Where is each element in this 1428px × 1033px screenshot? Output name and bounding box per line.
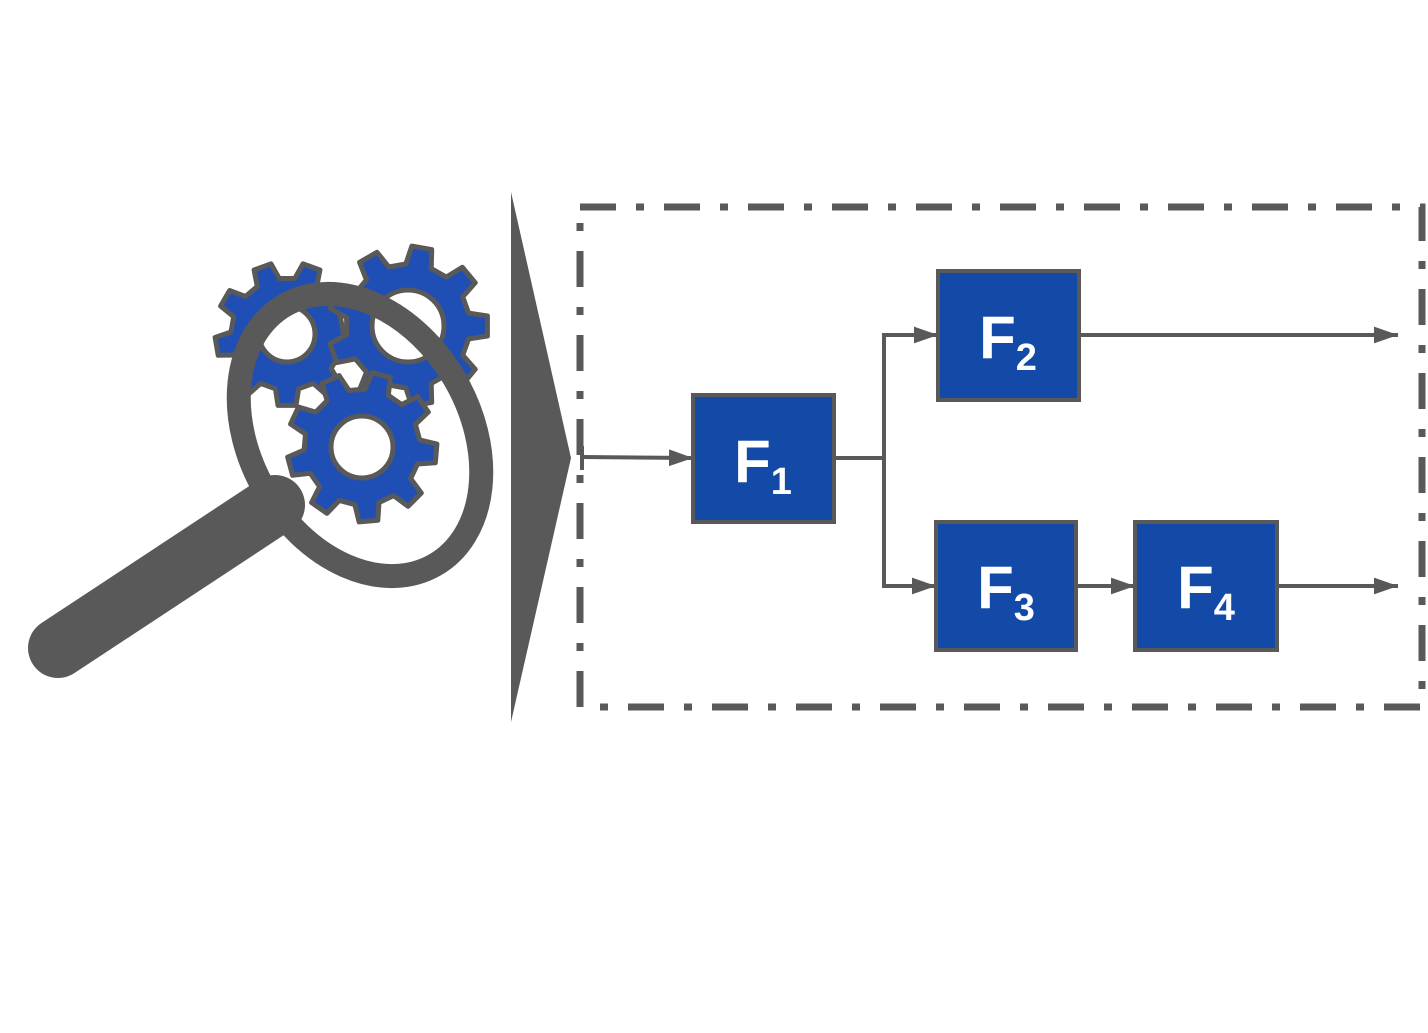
arrow-input-f1 — [581, 449, 694, 467]
system-boundary — [576, 203, 1426, 711]
magnifier-gears-icon — [28, 243, 494, 678]
gear-bottom-icon — [285, 370, 440, 525]
block-f4: F4 — [1133, 520, 1279, 652]
block-f1-label: F1 — [734, 428, 792, 503]
block-f2: F2 — [936, 269, 1081, 402]
block-f1: F1 — [691, 393, 836, 524]
block-f2-label: F2 — [979, 304, 1037, 379]
connectors — [580, 326, 1398, 595]
separator-chevron — [511, 192, 571, 722]
block-f1-box — [691, 393, 836, 524]
magnifier-handle — [28, 475, 305, 678]
block-f2-box — [936, 269, 1081, 402]
arrow-f1-f3 — [882, 458, 936, 595]
arrow-f1-f2 — [835, 326, 938, 460]
block-f4-label: F4 — [1177, 554, 1235, 629]
block-f3-box — [934, 520, 1078, 652]
block-f3: F3 — [934, 520, 1078, 652]
block-f3-label: F3 — [977, 554, 1035, 629]
magnifier-lens — [226, 281, 494, 589]
block-f4-box — [1133, 520, 1279, 652]
